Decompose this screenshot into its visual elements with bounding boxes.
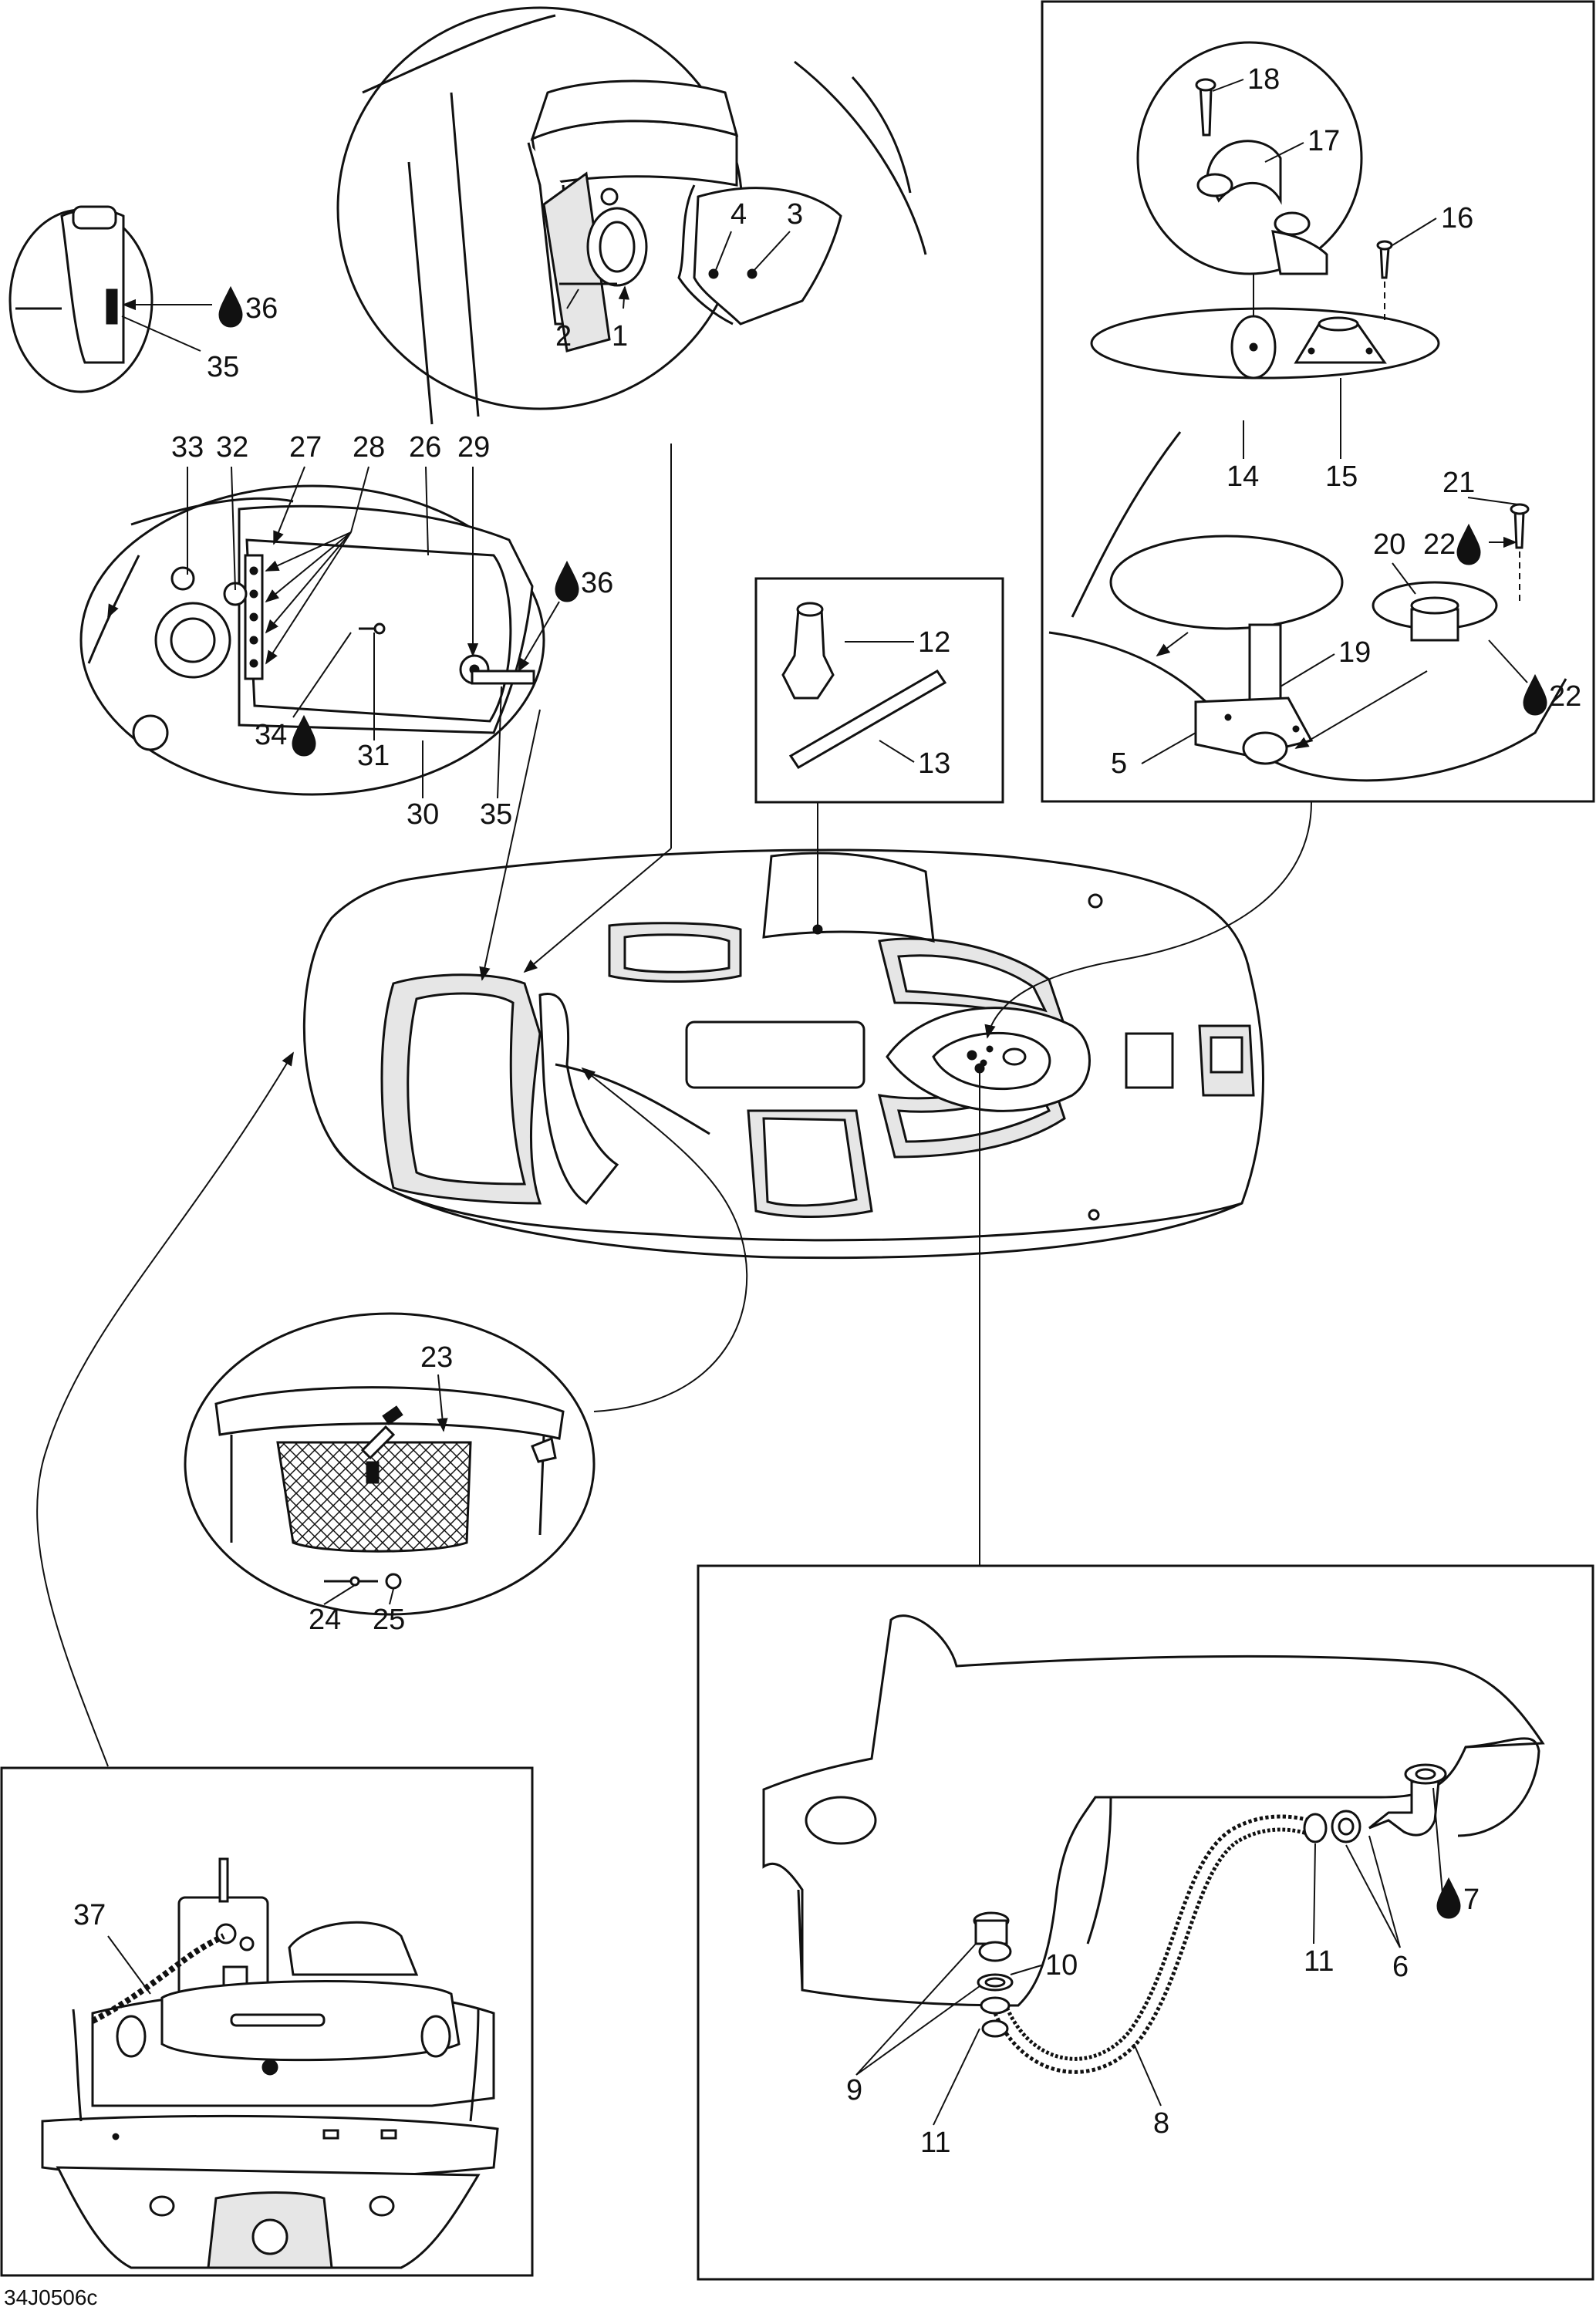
- hull-deck: [302, 848, 1264, 1260]
- callout-15: 15: [1325, 460, 1358, 493]
- sealant-drop-icon: [1456, 523, 1481, 565]
- callout-17: 17: [1308, 125, 1340, 157]
- callout-36a: 36: [245, 292, 278, 325]
- frame-tool-kit: [754, 577, 1004, 804]
- callout-1: 1: [612, 320, 628, 352]
- callout-10: 10: [1045, 1949, 1078, 1982]
- callout-19: 19: [1338, 636, 1371, 669]
- callout-33: 33: [171, 431, 204, 464]
- frame-seat-table: [1041, 0, 1595, 803]
- callout-28: 28: [353, 431, 385, 464]
- callout-27: 27: [289, 431, 322, 464]
- callout-31: 31: [357, 740, 390, 772]
- callout-8: 8: [1153, 2107, 1169, 2140]
- sealant-drop-icon: [218, 285, 243, 328]
- callout-32: 32: [216, 431, 248, 464]
- callout-9: 9: [846, 2074, 862, 2107]
- callout-35b: 35: [480, 798, 512, 831]
- callout-37: 37: [73, 1899, 106, 1931]
- sealant-drop-icon: [1523, 673, 1547, 716]
- callout-25: 25: [373, 1604, 405, 1636]
- callout-34: 34: [255, 719, 287, 751]
- callout-36b: 36: [581, 567, 613, 599]
- callout-22b: 22: [1549, 680, 1581, 713]
- rear-view-hull: [41, 1857, 499, 2269]
- frame-rear-view: [0, 1766, 534, 2277]
- tool-kit-parts: [781, 602, 947, 770]
- callout-20: 20: [1373, 528, 1405, 561]
- callout-35a: 35: [207, 351, 239, 383]
- callout-26: 26: [409, 431, 441, 464]
- detail-inspection-cover: [336, 6, 927, 425]
- callout-21: 21: [1442, 467, 1475, 499]
- callout-7: 7: [1463, 1884, 1480, 1916]
- callout-16: 16: [1441, 202, 1473, 234]
- callout-5: 5: [1111, 747, 1127, 780]
- detail-storage-net: [184, 1312, 596, 1616]
- callout-6: 6: [1392, 1951, 1409, 1983]
- sealant-drop-icon: [292, 714, 316, 757]
- callout-11b: 11: [920, 2127, 950, 2159]
- frame-drain-hose: [697, 1564, 1594, 2281]
- callout-13: 13: [918, 747, 950, 780]
- callout-30: 30: [407, 798, 439, 831]
- callout-2: 2: [555, 320, 572, 352]
- drain-hose-assembly: [762, 1614, 1545, 2074]
- callout-14: 14: [1227, 460, 1259, 493]
- detail-latch-strap: [8, 205, 154, 393]
- sealant-drop-icon: [555, 560, 579, 602]
- callout-18: 18: [1247, 63, 1280, 96]
- callout-24: 24: [309, 1604, 341, 1636]
- detail-table-clamp: [1136, 41, 1363, 275]
- callout-4: 4: [731, 198, 747, 231]
- figure-code: 34J0506c: [4, 2285, 97, 2309]
- callout-22a: 22: [1423, 528, 1456, 561]
- callout-23: 23: [420, 1341, 453, 1374]
- callout-12: 12: [918, 626, 950, 659]
- callout-3: 3: [787, 198, 803, 231]
- callout-11a: 11: [1304, 1945, 1334, 1978]
- callout-29: 29: [457, 431, 490, 464]
- sealant-drop-icon: [1436, 1877, 1461, 1919]
